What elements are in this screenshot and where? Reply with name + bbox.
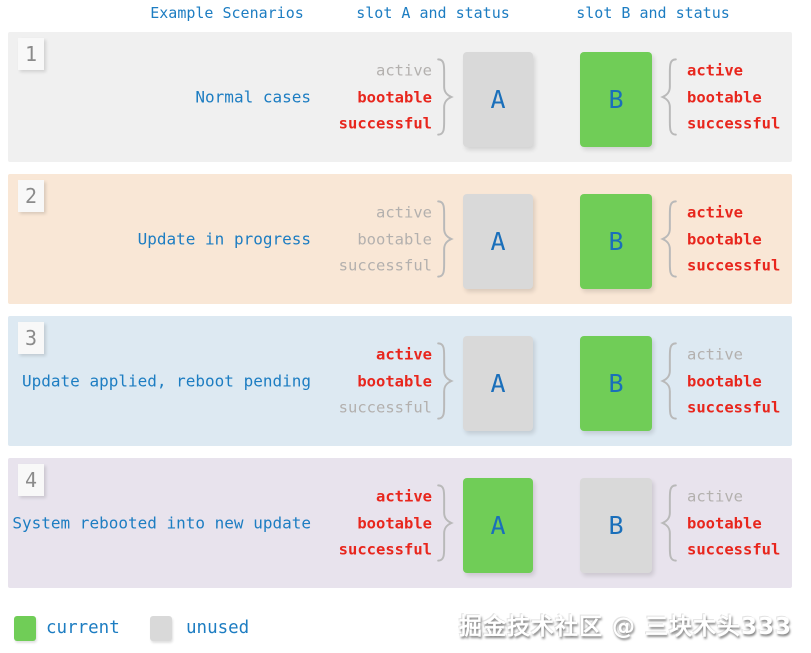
status-active: active [376,61,432,80]
row-number-badge: 3 [18,322,44,354]
slot-b-letter: B [608,85,624,114]
brace-left-icon [657,56,681,138]
brace-right-icon [433,482,457,564]
slot-b-status-list: active bootable successful [687,199,780,279]
legend-label-current: current [46,618,120,638]
slot-a-box: A [463,52,533,147]
slot-b-box: B [580,478,652,573]
slot-a-letter: A [490,227,506,256]
slot-b-box: B [580,336,652,431]
scenario-label: Update in progress [137,229,311,249]
status-successful: successful [687,114,781,133]
status-active: active [687,487,743,506]
status-active: active [687,345,743,364]
row-number-badge: 4 [18,464,44,496]
status-successful: successful [338,256,432,275]
slot-a-status-list: active bootable successful [339,57,432,137]
status-active: active [376,487,432,506]
brace-right-icon [433,198,457,280]
slot-a-box: A [463,194,533,289]
watermark: 掘金技术社区 @ 三块木头333 [458,614,792,640]
status-bootable: bootable [357,87,432,106]
slot-b-status-list: active bootable successful [687,483,780,563]
status-successful: successful [338,114,432,133]
scenario-row-1: 1 Normal cases active bootable successfu… [8,32,792,162]
status-bootable: bootable [357,371,432,390]
status-bootable: bootable [687,87,762,106]
status-successful: successful [687,398,781,417]
status-active: active [687,61,743,80]
brace-right-icon [433,56,457,138]
scenario-label: Update applied, reboot pending [22,371,311,391]
status-bootable: bootable [687,513,762,532]
status-bootable: bootable [687,371,762,390]
scenario-label: Normal cases [195,87,311,107]
status-active: active [687,203,743,222]
slot-a-box: A [463,336,533,431]
brace-left-icon [657,198,681,280]
slot-a-status-list: active bootable successful [339,199,432,279]
row-number-badge: 1 [18,38,44,70]
slot-a-status-list: active bootable successful [339,341,432,421]
slot-a-letter: A [490,369,506,398]
status-active: active [376,345,432,364]
status-bootable: bootable [687,229,762,248]
brace-left-icon [657,340,681,422]
slot-b-status-list: active bootable successful [687,341,780,421]
slot-b-box: B [580,194,652,289]
brace-right-icon [433,340,457,422]
scenario-label: System rebooted into new update [12,513,311,533]
status-bootable: bootable [357,513,432,532]
slot-a-letter: A [490,85,506,114]
brace-left-icon [657,482,681,564]
slot-b-status-list: active bootable successful [687,57,780,137]
status-successful: successful [338,540,432,559]
slot-b-letter: B [608,369,624,398]
legend-swatch-unused [150,616,172,641]
status-bootable: bootable [357,229,432,248]
legend-swatch-current [14,616,36,641]
slot-a-box: A [463,478,533,573]
scenario-row-2: 2 Update in progress active bootable suc… [8,174,792,304]
scenario-row-4: 4 System rebooted into new update active… [8,458,792,588]
header-slot-a-status: slot A and status [356,4,510,22]
status-successful: successful [338,398,432,417]
status-successful: successful [687,540,781,559]
slot-b-letter: B [608,511,624,540]
legend-label-unused: unused [186,618,250,638]
slot-b-box: B [580,52,652,147]
scenario-row-3: 3 Update applied, reboot pending active … [8,316,792,446]
slot-b-letter: B [608,227,624,256]
status-active: active [376,203,432,222]
status-successful: successful [687,256,781,275]
slot-a-letter: A [490,511,506,540]
slot-a-status-list: active bootable successful [339,483,432,563]
row-number-badge: 2 [18,180,44,212]
header-slot-b-status: slot B and status [576,4,730,22]
header-example-scenarios: Example Scenarios [150,4,304,22]
